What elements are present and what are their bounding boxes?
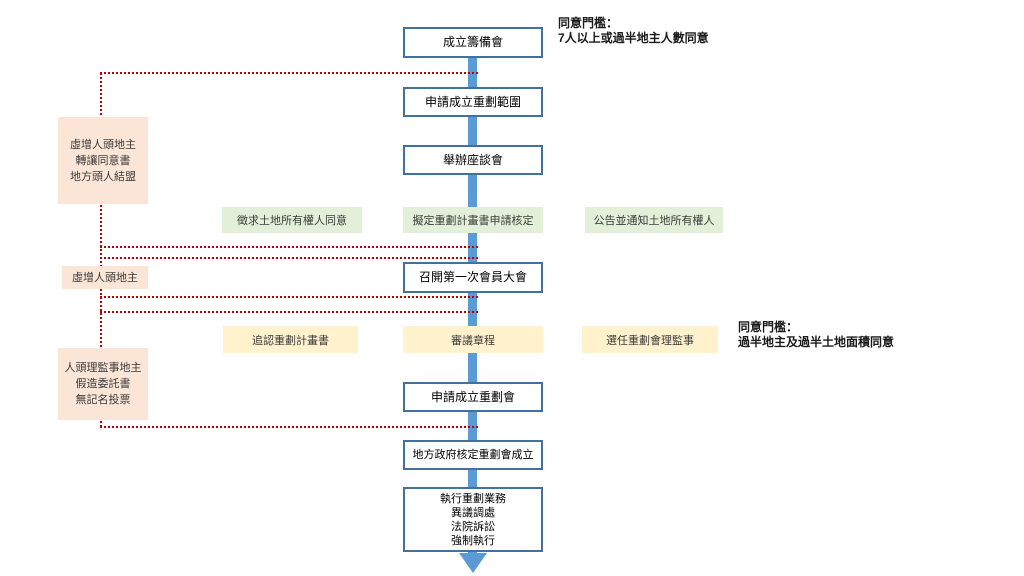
risk-branch-line-1 bbox=[100, 72, 478, 74]
threshold-annotation-2: 同意門檻： 過半地主及過半土地面積同意 bbox=[738, 320, 894, 350]
flow-step-line: 法院訴訟 bbox=[451, 520, 495, 533]
risk-note-line: 無記名投票 bbox=[75, 394, 131, 406]
threshold-body: 7人以上或過半地主人數同意 bbox=[558, 31, 709, 45]
risk-note-line: 虛增人頭地主 bbox=[70, 138, 136, 151]
threshold-annotation-1: 同意門檻： 7人以上或過半地主人數同意 bbox=[558, 16, 709, 46]
threshold-body: 過半地主及過半土地面積同意 bbox=[738, 335, 895, 349]
green-label-draft-plan-approval: 擬定重劃計畫書申請核定 bbox=[403, 207, 543, 233]
green-label-seek-owner-consent: 徵求土地所有權人同意 bbox=[222, 207, 362, 233]
flow-step-label: 申請成立重劃會 bbox=[430, 389, 515, 404]
flow-step-label: 舉辦座談會 bbox=[442, 152, 503, 167]
flow-step-label: 地方政府核定重劃會成立 bbox=[412, 448, 534, 461]
risk-note-line: 轉讓同意書 bbox=[75, 154, 131, 167]
flow-connector-line bbox=[468, 57, 477, 554]
yellow-label-elect-directors: 選任重劃會理監事 bbox=[582, 326, 718, 353]
flow-step-government-approval: 地方政府核定重劃會成立 bbox=[403, 440, 543, 470]
risk-note-line: 人頭理監事地主 bbox=[64, 362, 142, 374]
risk-branch-line-4 bbox=[100, 296, 478, 298]
green-label-notify-owners: 公告並通知土地所有權人 bbox=[585, 207, 723, 233]
flow-step-line: 執行重劃業務 bbox=[440, 492, 506, 505]
green-label-text: 擬定重劃計畫書申請核定 bbox=[412, 215, 534, 227]
green-label-text: 公告並通知土地所有權人 bbox=[593, 215, 715, 227]
risk-note-proxy-fraud: 人頭理監事地主 假造委託書 無記名投票 bbox=[58, 348, 148, 420]
flow-step-apply-reallocation-association: 申請成立重劃會 bbox=[403, 382, 543, 412]
risk-note-line: 地方頭人結盟 bbox=[70, 170, 136, 183]
flow-step-label: 成立籌備會 bbox=[442, 35, 503, 49]
flow-step-apply-reallocation-scope: 申請成立重劃範圍 bbox=[403, 87, 543, 117]
threshold-title: 同意門檻： bbox=[738, 320, 799, 334]
yellow-label-text: 追認重劃計畫書 bbox=[252, 334, 329, 347]
risk-branch-line-2 bbox=[100, 246, 478, 248]
risk-branch-line-3 bbox=[100, 257, 478, 259]
yellow-label-text: 選任重劃會理監事 bbox=[606, 334, 694, 347]
flow-step-line: 異議調處 bbox=[451, 506, 495, 519]
yellow-label-text: 審議章程 bbox=[451, 334, 495, 347]
flow-step-label: 申請成立重劃範圍 bbox=[424, 94, 521, 109]
threshold-title: 同意門檻： bbox=[558, 16, 619, 30]
flow-step-execute-reallocation: 執行重劃業務 異議調處 法院訴訟 強制執行 bbox=[403, 487, 543, 552]
flow-step-preparatory-committee: 成立籌備會 bbox=[403, 27, 543, 58]
risk-note-fake-landowners-2: 虛增人頭地主 bbox=[62, 266, 148, 289]
risk-note-fake-landowners: 虛增人頭地主 轉讓同意書 地方頭人結盟 bbox=[58, 117, 148, 204]
yellow-label-ratify-plan: 追認重劃計畫書 bbox=[223, 326, 358, 353]
risk-branch-line-5 bbox=[100, 311, 478, 313]
flow-step-label: 召開第一次會員大會 bbox=[418, 270, 527, 284]
flow-step-line: 強制執行 bbox=[451, 534, 495, 547]
risk-note-line: 假造委託書 bbox=[75, 378, 131, 390]
flow-arrow-icon bbox=[459, 553, 487, 573]
flow-step-first-member-assembly: 召開第一次會員大會 bbox=[403, 262, 543, 293]
yellow-label-review-charter: 審議章程 bbox=[403, 326, 543, 353]
flow-step-hold-forum: 舉辦座談會 bbox=[403, 145, 543, 175]
risk-branch-line-6 bbox=[100, 426, 478, 428]
green-label-text: 徵求土地所有權人同意 bbox=[237, 215, 347, 227]
risk-rail-line bbox=[100, 73, 102, 427]
risk-note-line: 虛增人頭地主 bbox=[72, 271, 138, 284]
